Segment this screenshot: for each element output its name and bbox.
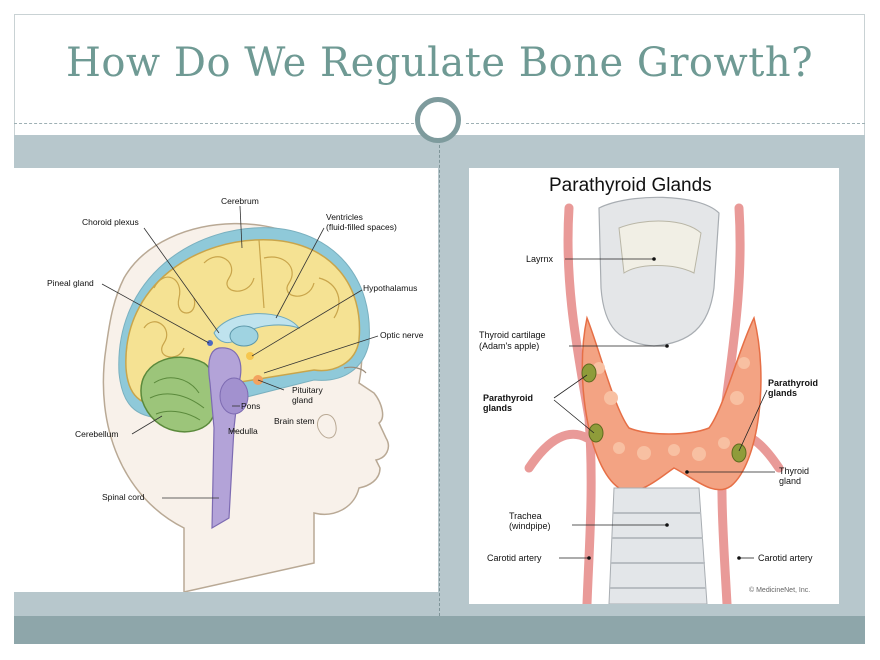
parathyroid-lower-left <box>588 423 604 443</box>
thyroid-leader-lines <box>553 258 775 559</box>
label-pineal-gland: Pineal gland <box>47 278 94 288</box>
pineal-gland <box>207 340 213 346</box>
label-pons: Pons <box>241 401 260 411</box>
label-brain-stem: Brain stem <box>274 416 315 426</box>
label-thyroid-cartilage-2: (Adam's apple) <box>479 341 539 351</box>
title-divider-right <box>466 123 865 124</box>
brain-figure: Cerebrum Choroid plexus Ventricles (flui… <box>14 168 438 593</box>
footer-band <box>14 616 865 644</box>
brain-leader-lines <box>101 205 379 499</box>
label-ventricles-2: (fluid-filled spaces) <box>326 222 397 232</box>
label-hypothalamus: Hypothalamus <box>363 283 417 293</box>
larynx <box>598 196 720 347</box>
cerebellum-folds <box>149 377 205 421</box>
label-carotid-right: Carotid artery <box>758 553 813 563</box>
pons <box>219 377 249 415</box>
parathyroid-lower-right <box>731 443 747 463</box>
thyroid-illustration: Parathyroid Glands <box>479 175 818 609</box>
label-parathyroid-left-2: glands <box>483 403 512 413</box>
thyroid-figure: Parathyroid Glands <box>469 168 839 609</box>
label-thyroid-cartilage-1: Thyroid cartilage <box>479 330 546 340</box>
label-parathyroid-left-1: Parathyroid <box>483 393 533 403</box>
eye <box>343 366 367 374</box>
label-choroid-plexus: Choroid plexus <box>82 217 139 227</box>
label-trachea-1: Trachea <box>509 511 542 521</box>
label-thyroid-gland-2: gland <box>779 476 801 486</box>
label-copyright: © MedicineNet, Inc. <box>749 586 810 594</box>
label-ventricles-1: Ventricles <box>326 212 363 222</box>
label-trachea-2: (windpipe) <box>509 521 551 531</box>
figure-title: Parathyroid Glands <box>549 175 712 196</box>
label-spinal-cord: Spinal cord <box>102 492 145 502</box>
label-pituitary-1: Pituitary <box>292 385 323 395</box>
title-divider-left <box>14 123 414 124</box>
label-thyroid-gland-1: Thyroid <box>779 466 809 476</box>
label-parathyroid-right-1: Parathyroid <box>768 378 818 388</box>
parathyroid-upper-left <box>581 363 597 383</box>
divider-ring-ornament <box>415 97 461 143</box>
thalamus <box>229 325 259 347</box>
brain-illustration: Cerebrum Choroid plexus Ventricles (flui… <box>47 196 424 593</box>
cerebrum-folds <box>143 239 340 358</box>
label-medulla: Medulla <box>228 426 258 436</box>
thyroid-lobules <box>593 357 750 461</box>
label-cerebellum: Cerebellum <box>75 429 118 439</box>
column-divider <box>439 135 440 616</box>
slide-title: How Do We Regulate Bone Growth? <box>65 40 814 86</box>
trachea <box>608 487 708 605</box>
label-optic-nerve: Optic nerve <box>380 330 424 340</box>
label-carotid-left: Carotid artery <box>487 553 542 563</box>
label-larynx: Layrnx <box>526 254 554 264</box>
epiglottis <box>618 220 702 274</box>
label-cerebrum: Cerebrum <box>221 196 259 206</box>
label-parathyroid-right-2: glands <box>768 388 797 398</box>
ear <box>317 414 337 439</box>
hypothalamus <box>246 352 254 360</box>
trachea-rings <box>610 512 706 589</box>
label-pituitary-2: gland <box>292 395 313 405</box>
